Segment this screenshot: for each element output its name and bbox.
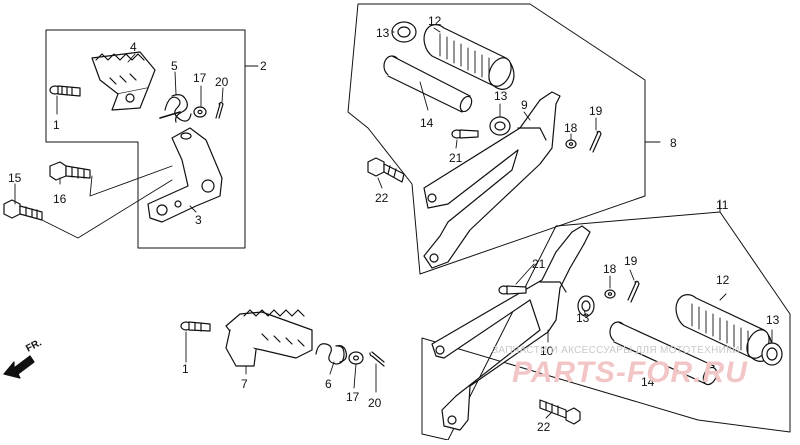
part-label-17: 17: [193, 71, 207, 85]
part-label-16: 16: [53, 192, 67, 206]
part-label-20: 20: [368, 396, 382, 410]
part-label-2: 2: [260, 59, 267, 73]
footpeg-rubber-icon: [423, 24, 515, 90]
washer-icon: [565, 139, 577, 149]
leader-lines-group-2: [14, 53, 259, 239]
watermark-brand-logo: PARTS-FOR.RU: [512, 356, 748, 389]
step-bracket-icon: [147, 127, 223, 223]
bolt-icon: [539, 399, 581, 425]
footpeg-pin-icon: [383, 55, 473, 113]
part-label-14: 14: [641, 375, 655, 389]
part-label-17: 17: [346, 390, 360, 404]
part-label-15: 15: [8, 171, 22, 185]
footpeg-step-icon: [91, 51, 156, 111]
part-label-18: 18: [603, 262, 617, 276]
part-label-13: 13: [494, 89, 508, 103]
bolt-icon: [3, 199, 43, 221]
part-label-5: 5: [171, 59, 178, 73]
part-label-14: 14: [420, 116, 434, 130]
part-label-19: 19: [624, 254, 638, 268]
part-label-10: 10: [540, 344, 554, 358]
part-label-20: 20: [215, 75, 229, 89]
washer-icon: [604, 289, 616, 299]
cotter-pin-icon: [369, 351, 385, 367]
bolt-icon: [498, 285, 527, 295]
leader-lines-group-11: [515, 263, 773, 419]
part-label-7: 7: [241, 377, 248, 391]
part-label-11: 11: [716, 198, 729, 212]
cotter-pin-icon: [627, 280, 640, 303]
bolt-icon: [49, 161, 91, 181]
bolt-icon: [49, 85, 81, 97]
part-label-12: 12: [716, 273, 730, 287]
washer-icon: [761, 342, 783, 366]
group-8-outline: [347, 3, 646, 275]
watermark-caption: ЗАПЧАСТИ И АКСЕССУАРЫ ДЛЯ МОТОТЕХНИКИ: [492, 345, 740, 356]
leader-lines-rider-step: [185, 331, 377, 393]
part-label-9: 9: [521, 98, 528, 112]
part-label-19: 19: [589, 104, 603, 118]
footpeg-step-icon: [225, 309, 313, 367]
washer-icon: [348, 351, 364, 365]
washer-icon: [391, 21, 417, 43]
part-label-1: 1: [53, 118, 60, 132]
bolt-icon: [180, 321, 211, 332]
group-2-outline: [45, 29, 246, 249]
part-label-21: 21: [449, 151, 463, 165]
step-holder-icon: [423, 91, 561, 269]
part-label-18: 18: [564, 121, 578, 135]
cotter-pin-icon: [215, 101, 224, 119]
washer-icon: [193, 106, 207, 118]
front-direction-arrow-icon: [3, 355, 35, 379]
part-label-8: 8: [670, 136, 677, 150]
part-label-12: 12: [428, 14, 442, 28]
part-label-1: 1: [182, 362, 189, 376]
step-holder-icon: [431, 225, 591, 431]
group-11-outline: [421, 211, 791, 441]
bolt-icon: [451, 129, 479, 139]
part-label-22: 22: [537, 420, 551, 434]
part-label-3: 3: [195, 213, 202, 227]
washer-icon: [489, 116, 511, 136]
bolt-icon: [367, 157, 405, 183]
part-label-13: 13: [576, 311, 590, 325]
leader-lines-group-8: [377, 27, 661, 189]
part-label-6: 6: [325, 377, 332, 391]
part-label-13: 13: [766, 313, 780, 327]
part-label-4: 4: [130, 40, 137, 54]
part-label-13: 13: [376, 26, 390, 40]
part-label-22: 22: [375, 191, 389, 205]
part-label-21: 21: [532, 257, 546, 271]
spring-icon: [315, 343, 347, 365]
cotter-pin-icon: [589, 130, 602, 153]
spring-icon: [159, 94, 192, 123]
footpeg-pin-icon: [609, 321, 718, 386]
front-direction-label: FR.: [24, 337, 44, 354]
